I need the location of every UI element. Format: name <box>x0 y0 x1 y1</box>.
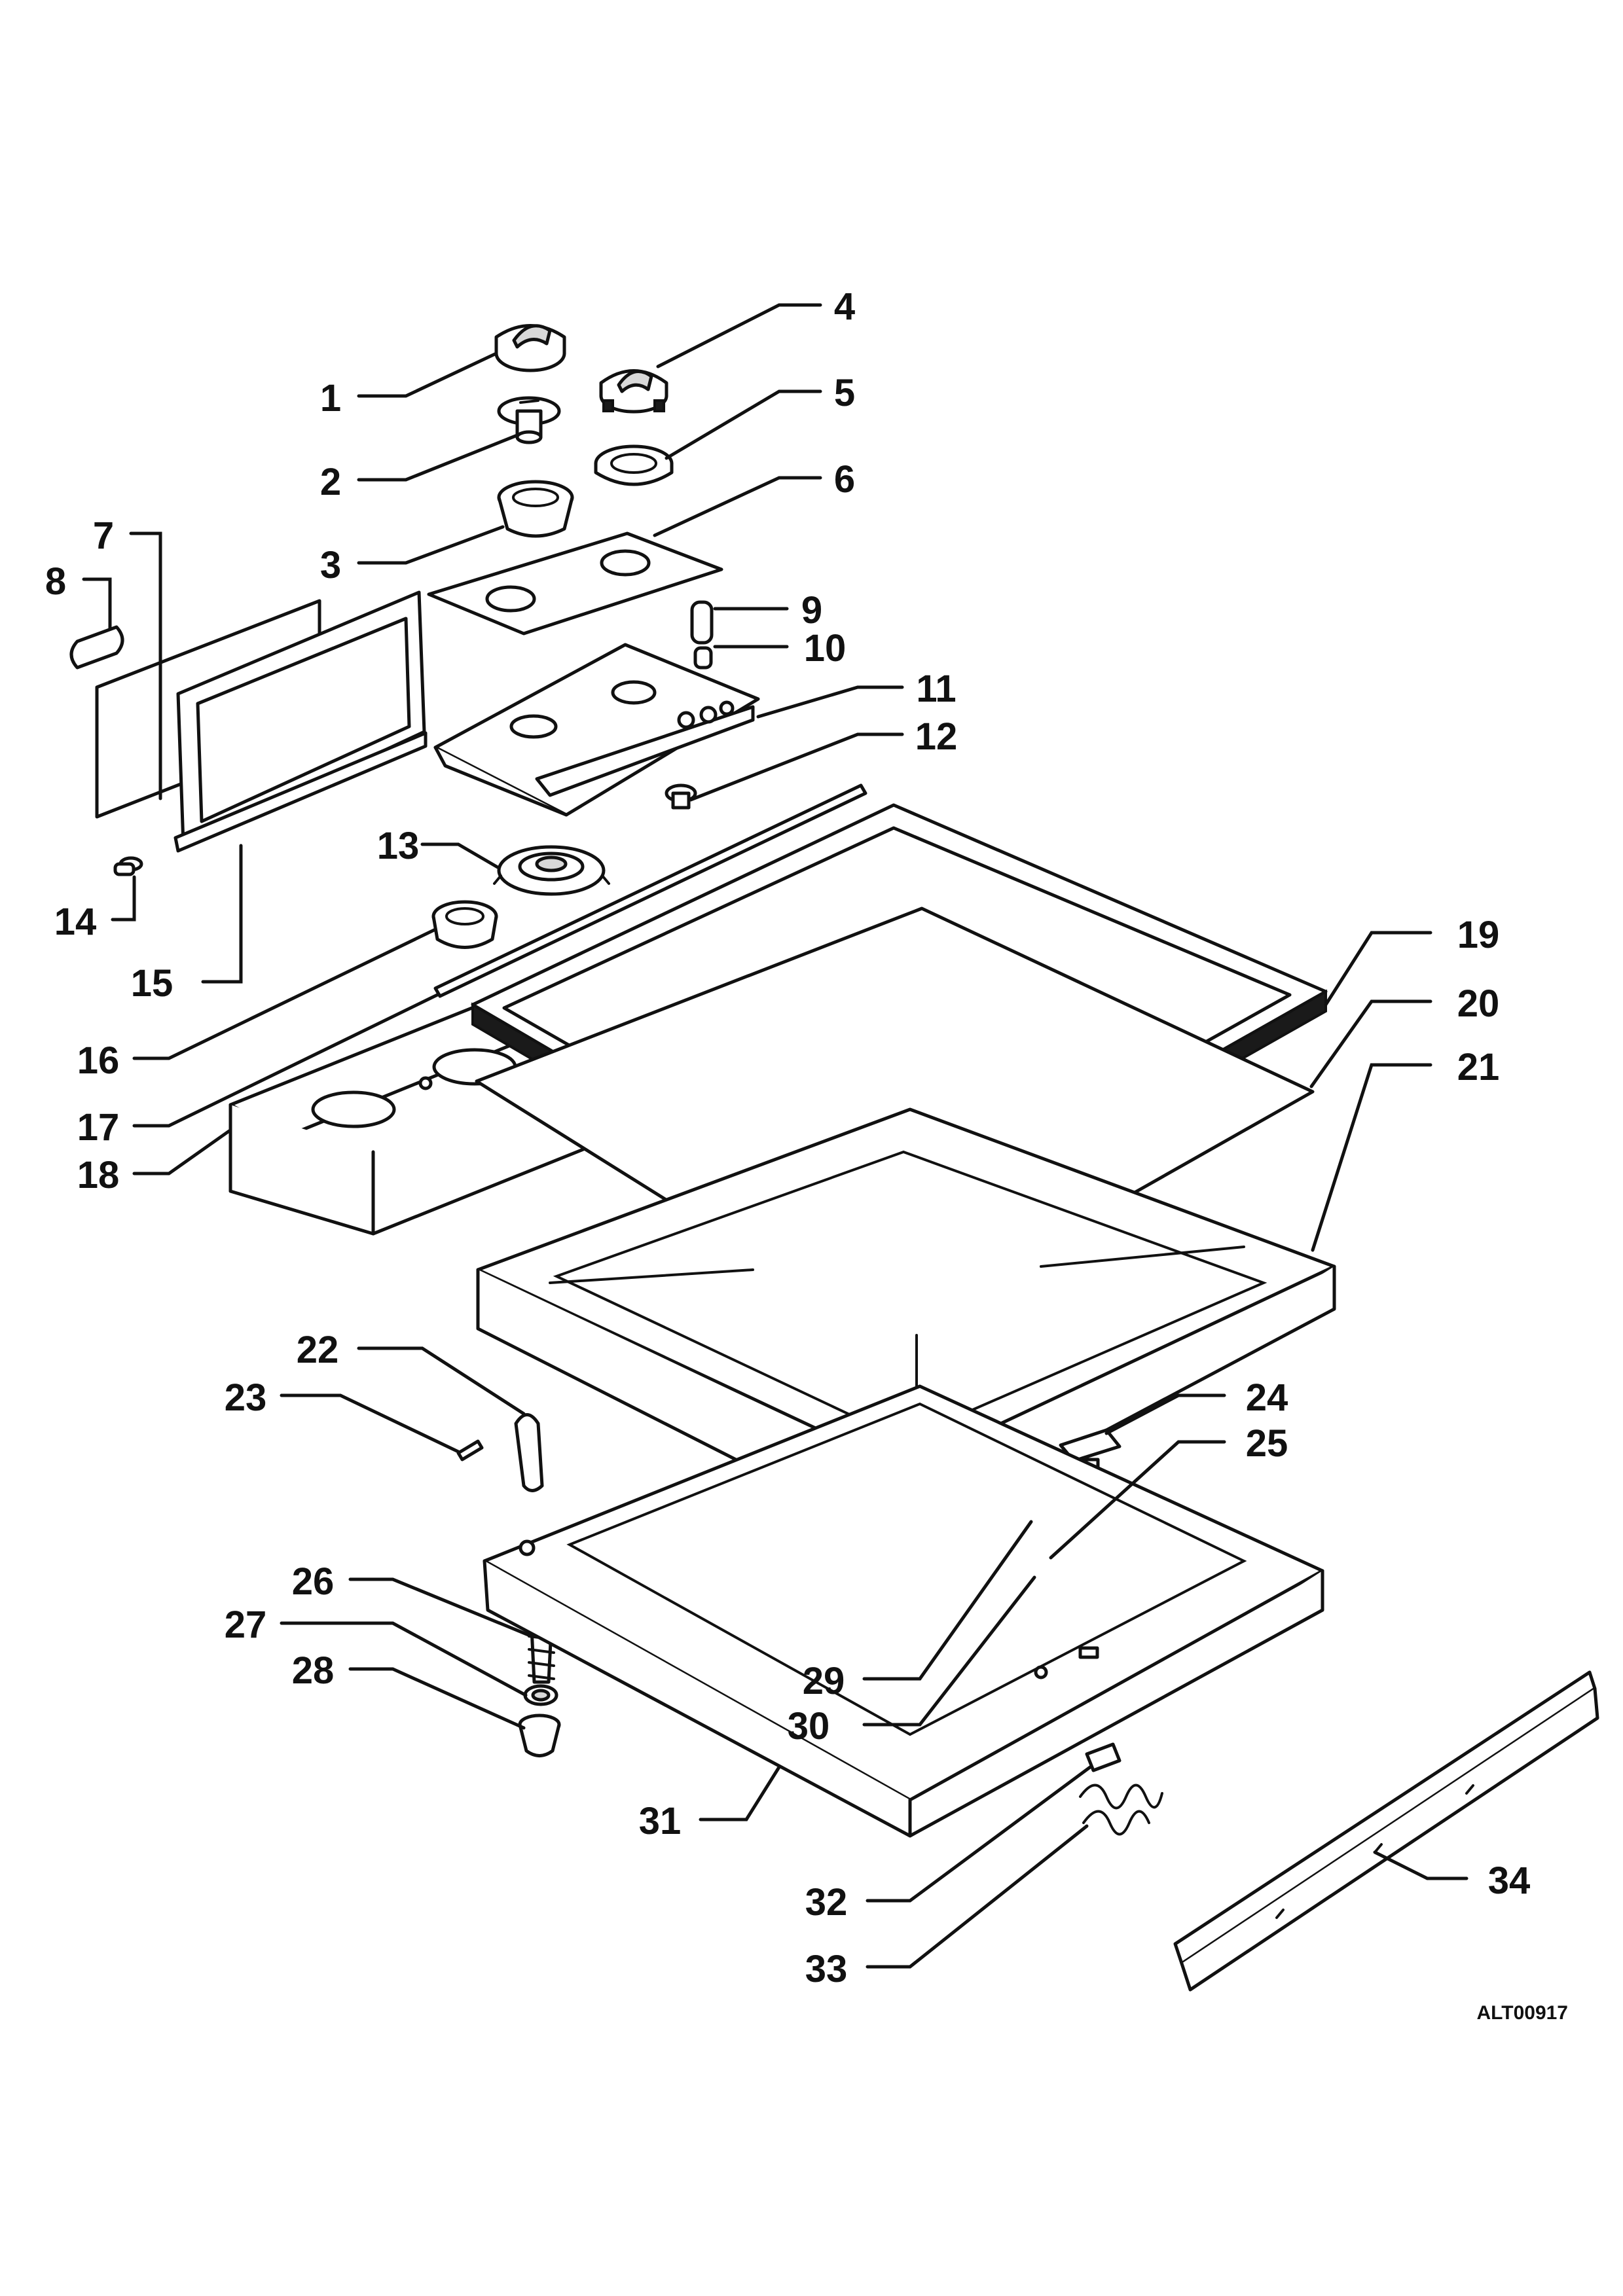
callout-20: 20 <box>1457 982 1500 1025</box>
callout-24: 24 <box>1246 1376 1288 1419</box>
callout-7: 7 <box>93 514 114 557</box>
callout-12: 12 <box>915 715 958 758</box>
callout-15: 15 <box>131 962 173 1005</box>
callout-28: 28 <box>292 1649 335 1692</box>
callout-30: 30 <box>788 1705 830 1748</box>
part-27-nut <box>523 1684 558 1706</box>
part-4-knob <box>599 369 668 414</box>
callout-13: 13 <box>377 825 420 867</box>
callout-23: 23 <box>225 1376 267 1419</box>
callout-9: 9 <box>801 589 822 632</box>
part-22-handle <box>514 1413 544 1492</box>
callout-34: 34 <box>1488 1859 1531 1902</box>
callout-33: 33 <box>805 1948 848 1990</box>
callout-26: 26 <box>292 1560 335 1603</box>
callout-16: 16 <box>77 1039 120 1082</box>
callout-17: 17 <box>77 1106 120 1149</box>
part-3-bezel <box>497 480 574 538</box>
callout-18: 18 <box>77 1154 120 1196</box>
part-8-clip <box>69 625 124 670</box>
callout-3: 3 <box>320 544 341 586</box>
part-14-small-screw <box>113 856 143 876</box>
part-31-base-tray <box>483 1384 1324 1838</box>
part-2-spindle <box>497 396 561 444</box>
callout-19: 19 <box>1457 914 1500 956</box>
callout-10: 10 <box>804 627 847 670</box>
part-9-pin <box>690 600 714 645</box>
part-28-foot <box>518 1713 561 1757</box>
part-6-control-plate <box>427 531 723 636</box>
callout-22: 22 <box>297 1329 339 1371</box>
part-10-sleeve <box>693 646 713 670</box>
callout-11: 11 <box>916 668 956 710</box>
callout-21: 21 <box>1457 1046 1500 1088</box>
part-17-rod <box>433 783 867 998</box>
callout-8: 8 <box>45 560 66 603</box>
part-1-knob <box>494 324 566 372</box>
callout-25: 25 <box>1246 1422 1288 1465</box>
part-11-control-bracket <box>433 643 760 817</box>
part-34-rail <box>1173 1670 1599 1992</box>
part-33-wire-spring <box>1079 1784 1163 1836</box>
part-23-pin <box>456 1439 484 1462</box>
callout-labels: 1 2 3 4 5 6 7 8 9 10 11 12 13 14 15 16 1… <box>45 285 1530 1990</box>
part-16-bezel-cap <box>431 900 498 949</box>
part-13-burner-disc <box>493 845 610 896</box>
callout-14: 14 <box>54 901 97 943</box>
callout-4: 4 <box>834 285 855 328</box>
part-15-grille-panel <box>173 590 428 853</box>
callout-27: 27 <box>225 1604 267 1646</box>
callout-2: 2 <box>320 461 341 503</box>
part-12-screw <box>665 783 697 810</box>
callout-29: 29 <box>803 1660 845 1702</box>
callout-6: 6 <box>834 458 855 501</box>
callout-5: 5 <box>834 372 855 414</box>
callout-31: 31 <box>639 1800 682 1842</box>
leader-lines <box>82 303 1468 1969</box>
callout-1: 1 <box>320 377 341 420</box>
part-5-bezel-ring <box>594 444 674 486</box>
part-32-clip <box>1085 1742 1122 1772</box>
callout-32: 32 <box>805 1881 848 1924</box>
reference-code: ALT00917 <box>1476 2002 1568 2024</box>
